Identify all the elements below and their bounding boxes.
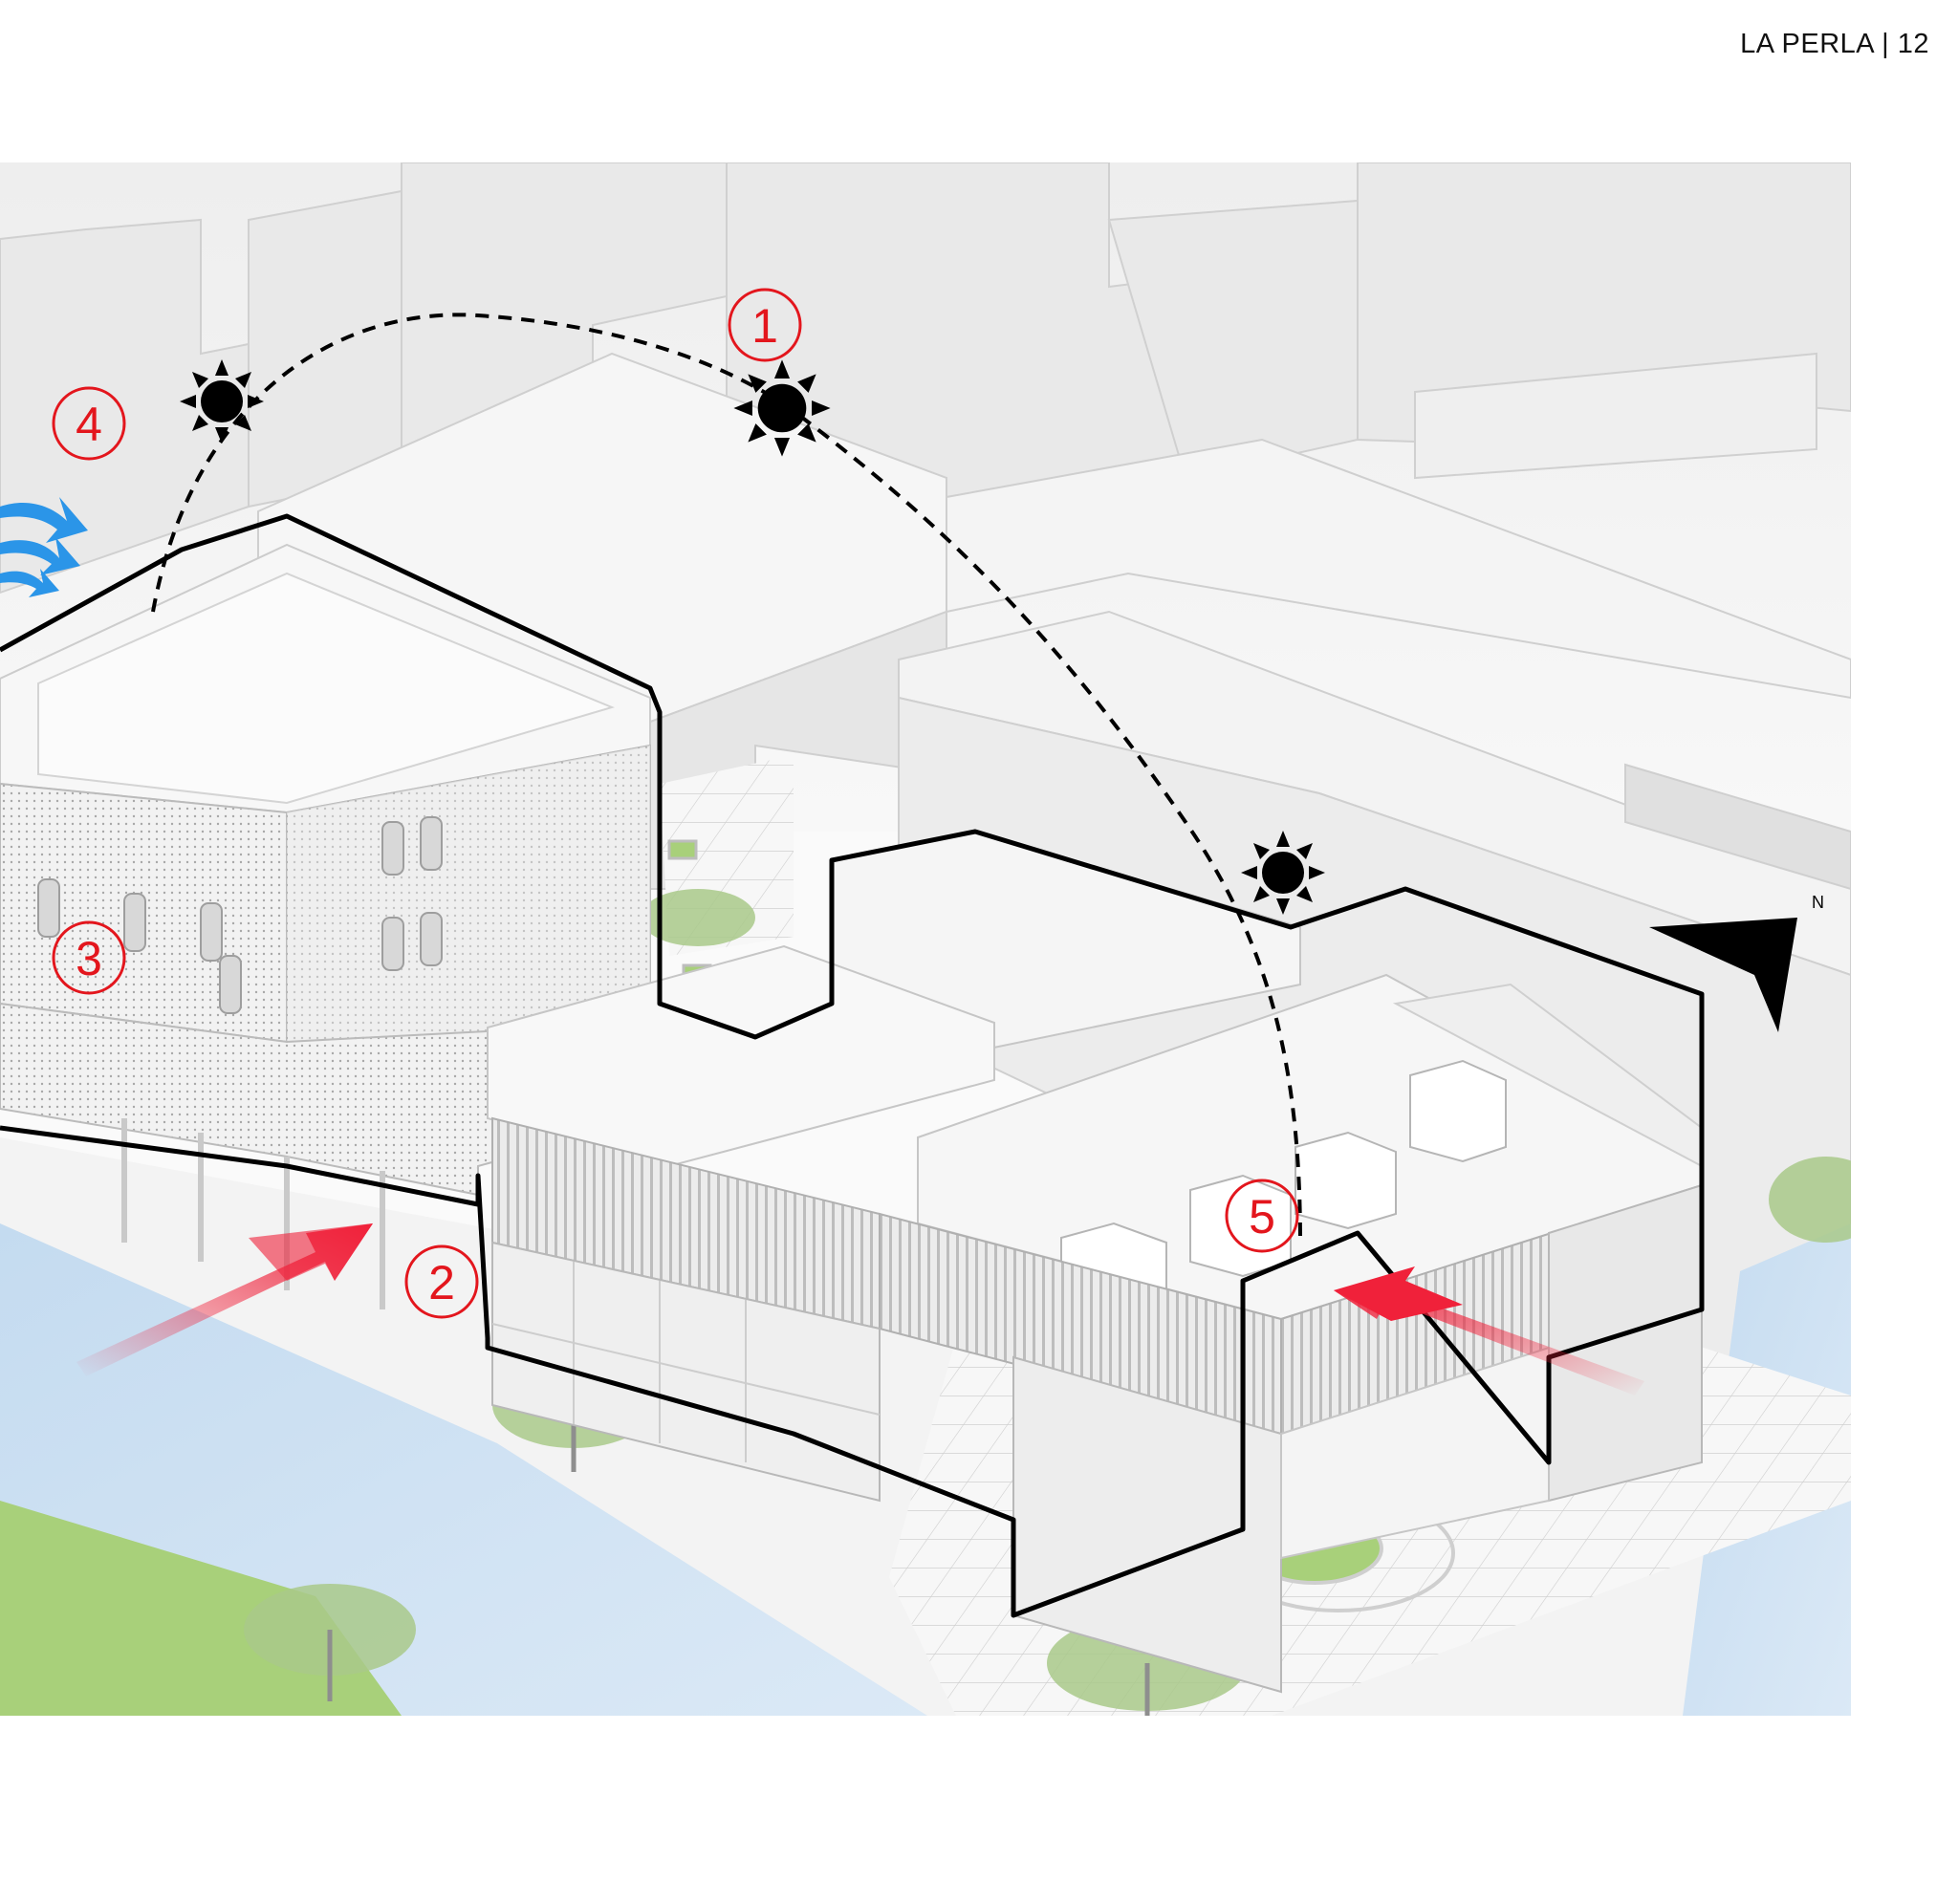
marker-1: 1: [728, 288, 802, 362]
marker-3-label: 3: [76, 932, 102, 985]
sun-icon: [1241, 831, 1325, 915]
header-separator: |: [1882, 29, 1890, 59]
marker-5: 5: [1225, 1179, 1299, 1253]
entrance-arrow-icon: [76, 1223, 373, 1376]
marker-4: 4: [52, 386, 126, 461]
sun-path: [151, 313, 1302, 1244]
sun-icon: [733, 359, 831, 457]
north-label: N: [1812, 893, 1824, 912]
sun-icon: [180, 359, 264, 444]
project-outline: [0, 513, 1705, 1618]
marker-2-label: 2: [428, 1256, 455, 1309]
marker-4-label: 4: [76, 398, 102, 451]
marker-5-label: 5: [1249, 1190, 1275, 1244]
north-arrow-icon: N: [1649, 893, 1824, 1032]
site-axonometric-diagram: N 1 2 3 4 5: [0, 162, 1851, 1716]
marker-1-label: 1: [751, 299, 778, 353]
entrance-arrow-icon: [1334, 1266, 1644, 1396]
page-header: LA PERLA | 12: [1740, 29, 1929, 60]
wind-arrow-icon: [0, 497, 88, 597]
page-number: 12: [1897, 29, 1929, 59]
marker-2: 2: [404, 1244, 479, 1319]
project-title: LA PERLA: [1740, 29, 1874, 59]
west-building: [0, 543, 651, 1309]
marker-3: 3: [52, 920, 126, 995]
